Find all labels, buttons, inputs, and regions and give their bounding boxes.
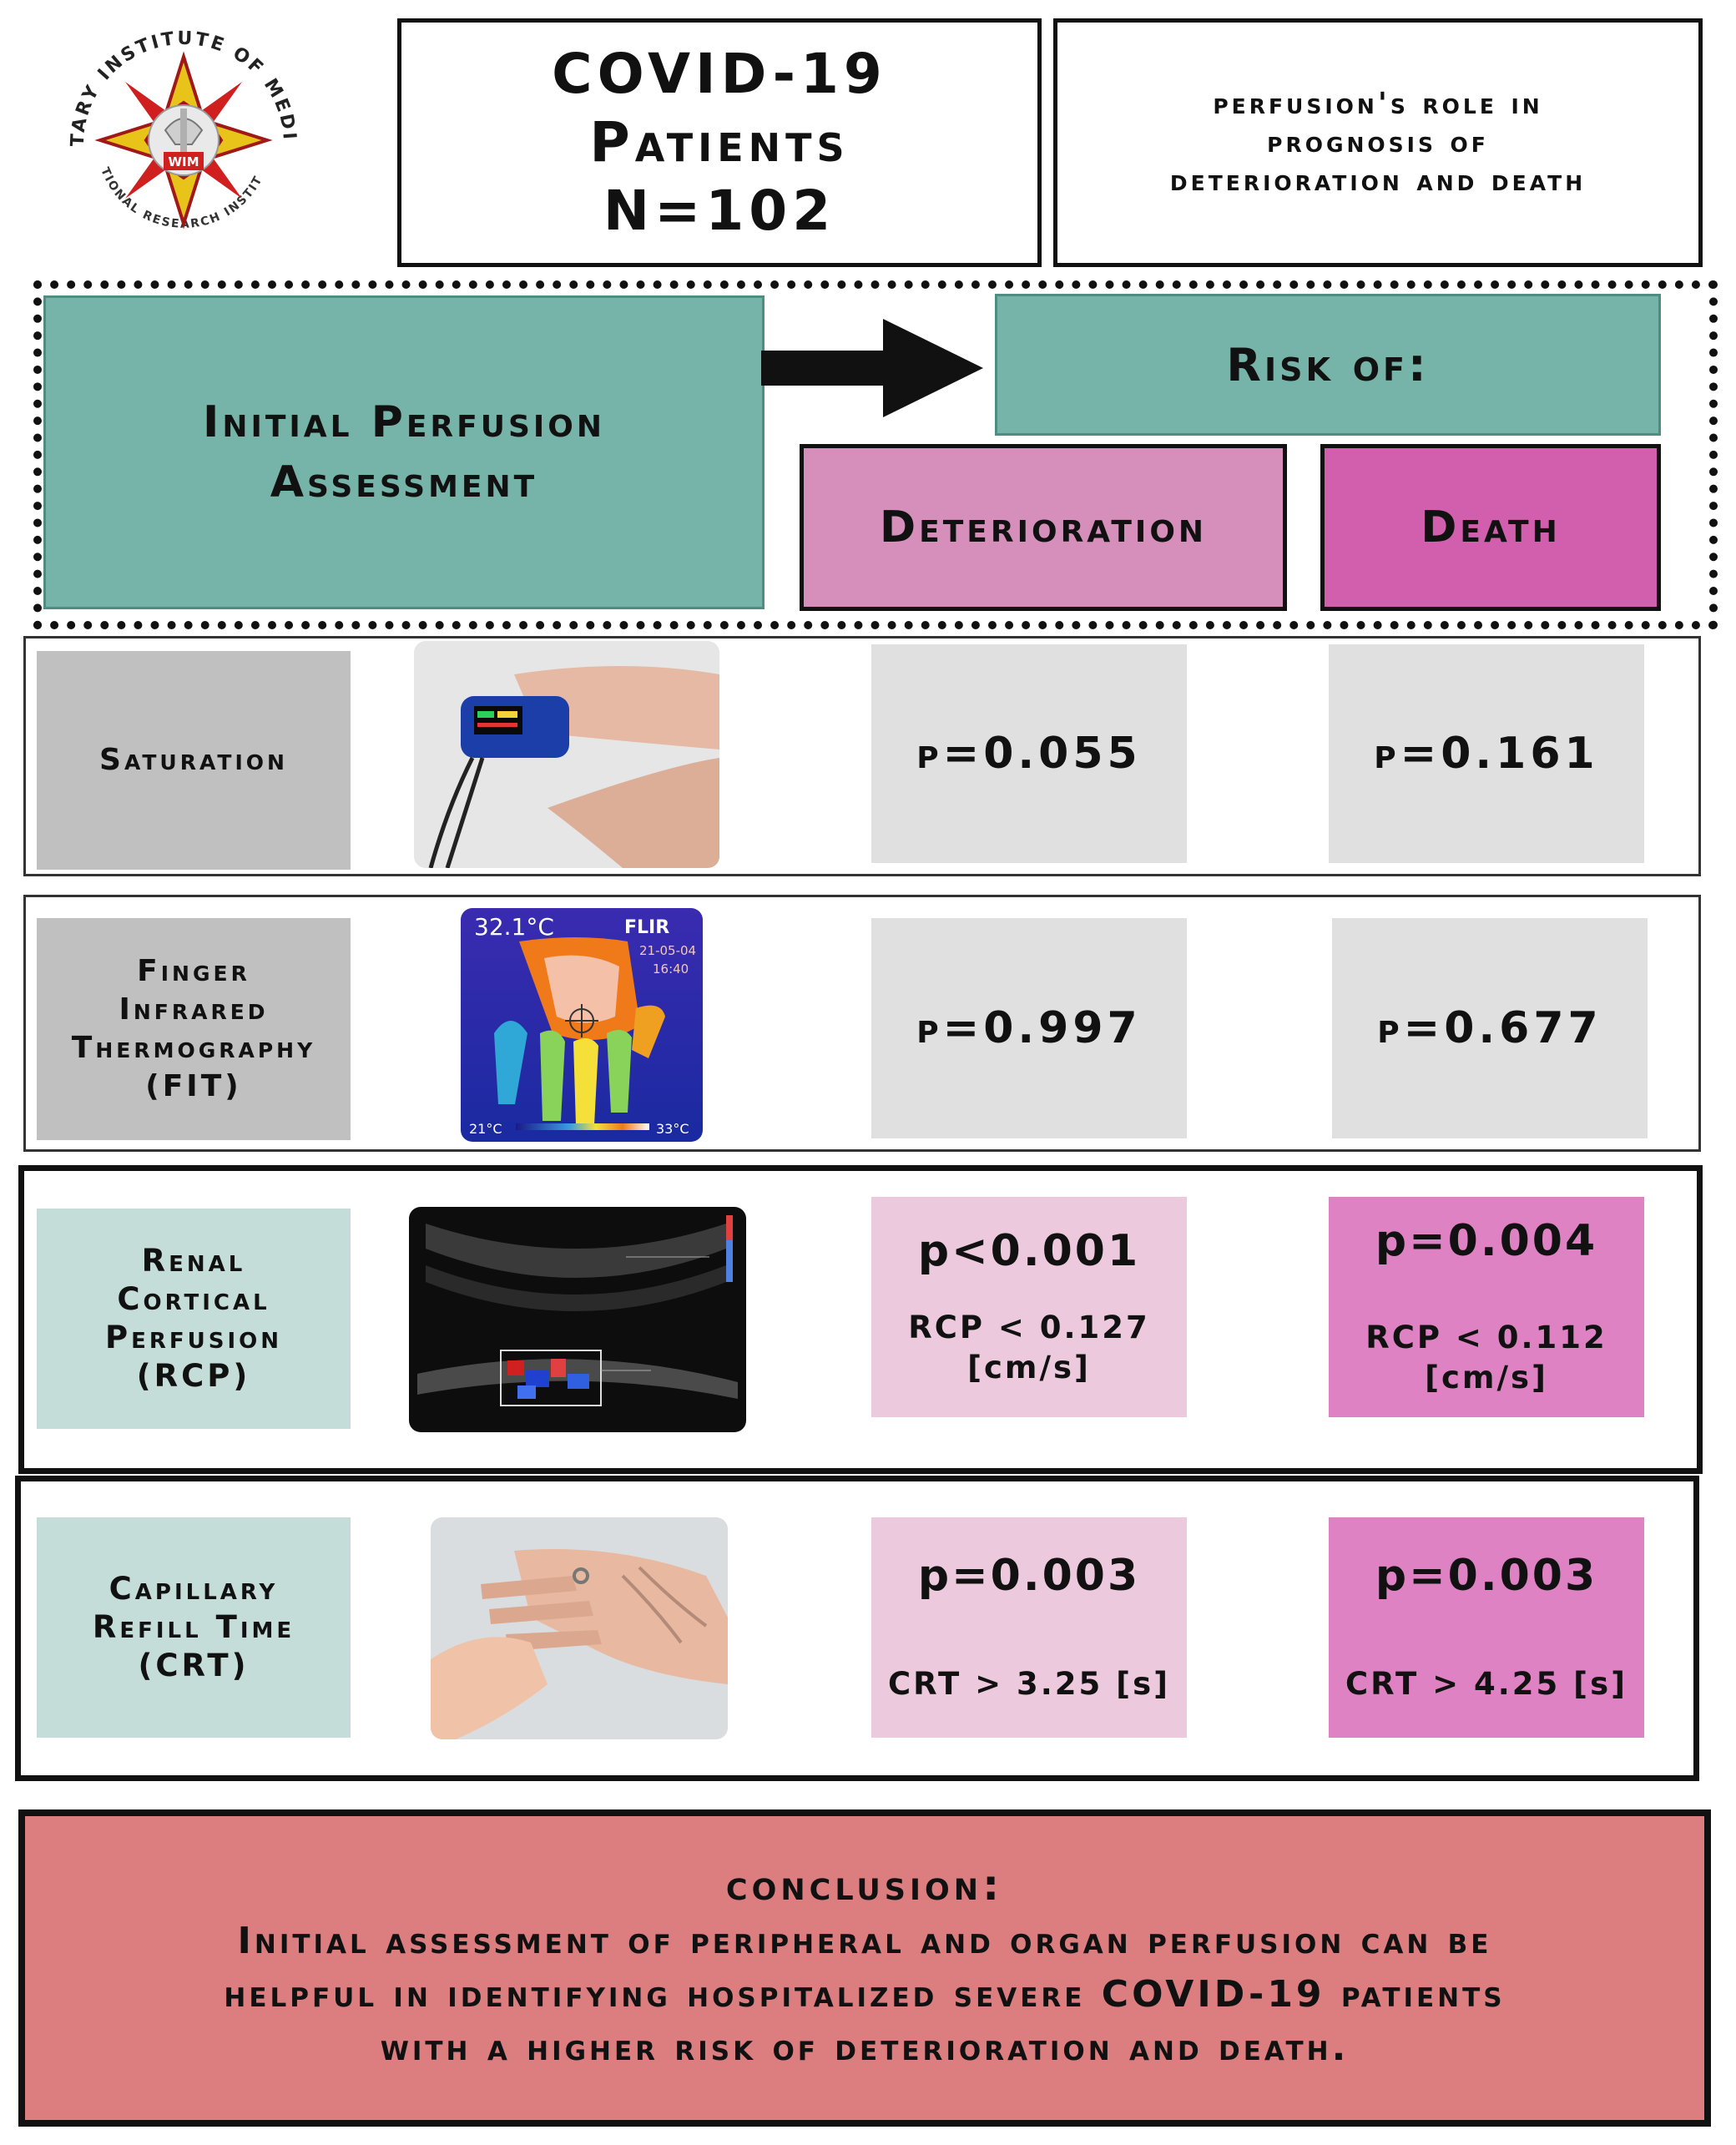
row-label-line: Capillary — [108, 1571, 279, 1607]
thermal-brand: FLIR — [624, 917, 669, 938]
row-label-fit: Finger Infrared Thermography (FIT) — [37, 918, 351, 1140]
title-box: COVID-19 Patients N=102 — [397, 18, 1042, 267]
subtitle-line: prognosis of — [1267, 125, 1489, 159]
deterioration-pvalue-cell: p=0.997 — [871, 918, 1187, 1138]
deterioration-cutoff-unit: [cm/s] — [967, 1350, 1091, 1385]
death-pvalue: p=0.161 — [1374, 729, 1599, 779]
deterioration-pvalue: p<0.001 — [917, 1226, 1141, 1276]
deterioration-pvalue: p=0.055 — [916, 729, 1142, 779]
thermal-scale-min: 21°C — [469, 1121, 502, 1137]
conclusion-heading: conclusion: — [725, 1861, 1004, 1910]
row-label-line: Refill Time — [92, 1609, 295, 1645]
row-label-rcp: Renal Cortical Perfusion (RCP) — [37, 1209, 351, 1429]
conclusion-box: conclusion: Initial assessment of periph… — [18, 1809, 1711, 2127]
death-pvalue-cell: p=0.677 — [1332, 918, 1648, 1138]
institute-logo: MILITARY INSTITUTE OF MEDICINE NATIONAL … — [36, 0, 321, 265]
deterioration-pvalue: p=0.003 — [917, 1551, 1141, 1601]
subtitle-line: deterioration and death — [1169, 164, 1587, 198]
row-label-saturation: Saturation — [37, 651, 351, 870]
row-label-line: Renal — [141, 1243, 246, 1279]
deterioration-pvalue-cell: p<0.001 RCP < 0.127 [cm/s] — [871, 1197, 1187, 1417]
row-label-crt: Capillary Refill Time (CRT) — [37, 1517, 351, 1738]
deterioration-pvalue-cell: p=0.055 — [871, 644, 1187, 863]
death-cutoff: CRT > 4.25 [s] — [1345, 1666, 1628, 1702]
risk-of-box: Risk of: — [995, 294, 1661, 436]
renal-ultrasound-photo — [409, 1207, 746, 1432]
arrow-right-icon — [761, 319, 983, 417]
deterioration-label: Deterioration — [879, 502, 1208, 553]
row-label-line: Infrared — [119, 992, 269, 1027]
conclusion-line: helpful in identifying hospitalized seve… — [224, 1973, 1506, 2016]
thermal-reading: 32.1°C — [474, 913, 554, 941]
thermal-scale-max: 33°C — [656, 1121, 689, 1137]
death-pvalue-cell: p=0.161 — [1329, 644, 1644, 863]
deterioration-pvalue: p=0.997 — [916, 1003, 1142, 1053]
death-pvalue: p=0.004 — [1375, 1216, 1598, 1266]
conclusion-line: with a higher risk of deterioration and … — [380, 2026, 1350, 2069]
thermal-hand-photo: 32.1°C FLIR 21-05-04 16:40 21°C 33°C — [461, 908, 703, 1142]
title-line: Patients — [589, 110, 850, 174]
initial-assessment-line: Initial Perfusion — [202, 397, 606, 447]
initial-assessment-line: Assessment — [270, 457, 538, 507]
row-label-line: Saturation — [99, 743, 288, 777]
deterioration-cutoff: CRT > 3.25 [s] — [888, 1666, 1170, 1702]
thermal-date: 21-05-04 — [639, 943, 696, 958]
death-cutoff-unit: [cm/s] — [1425, 1360, 1548, 1396]
row-label-line: Perfusion — [104, 1320, 283, 1355]
death-pvalue-cell: p=0.004 RCP < 0.112 [cm/s] — [1329, 1197, 1644, 1417]
death-pvalue-cell: p=0.003 CRT > 4.25 [s] — [1329, 1517, 1644, 1738]
deterioration-cutoff: RCP < 0.127 — [908, 1310, 1150, 1345]
row-label-line: Thermography — [71, 1031, 316, 1065]
pulse-oximeter-photo — [414, 641, 719, 868]
subtitle-line: perfusion's role in — [1213, 87, 1543, 121]
deterioration-pvalue-cell: p=0.003 CRT > 3.25 [s] — [871, 1517, 1187, 1738]
row-label-line: (CRT) — [138, 1648, 250, 1683]
death-pvalue: p=0.003 — [1375, 1551, 1598, 1601]
death-cutoff: RCP < 0.112 — [1365, 1320, 1607, 1355]
death-label: Death — [1421, 502, 1561, 553]
row-label-line: (RCP) — [136, 1358, 251, 1394]
row-label-line: Cortical — [117, 1281, 270, 1317]
logo-abbrev: WIM — [168, 154, 199, 169]
subtitle-box: perfusion's role in prognosis of deterio… — [1053, 18, 1703, 267]
death-pvalue: p=0.677 — [1377, 1003, 1602, 1053]
capillary-refill-photo — [431, 1517, 728, 1739]
initial-assessment-box: Initial Perfusion Assessment — [43, 295, 765, 609]
row-label-line: Finger — [137, 954, 250, 988]
risk-of-label: Risk of: — [1226, 338, 1430, 391]
row-label-line: (FIT) — [145, 1069, 242, 1103]
title-line: COVID-19 — [552, 42, 887, 106]
assessment-frame — [33, 280, 1718, 629]
thermal-time: 16:40 — [653, 961, 689, 977]
title-line: N=102 — [603, 179, 836, 243]
conclusion-line: Initial assessment of peripheral and org… — [237, 1920, 1492, 1962]
death-header: Death — [1320, 444, 1661, 611]
deterioration-header: Deterioration — [800, 444, 1287, 611]
